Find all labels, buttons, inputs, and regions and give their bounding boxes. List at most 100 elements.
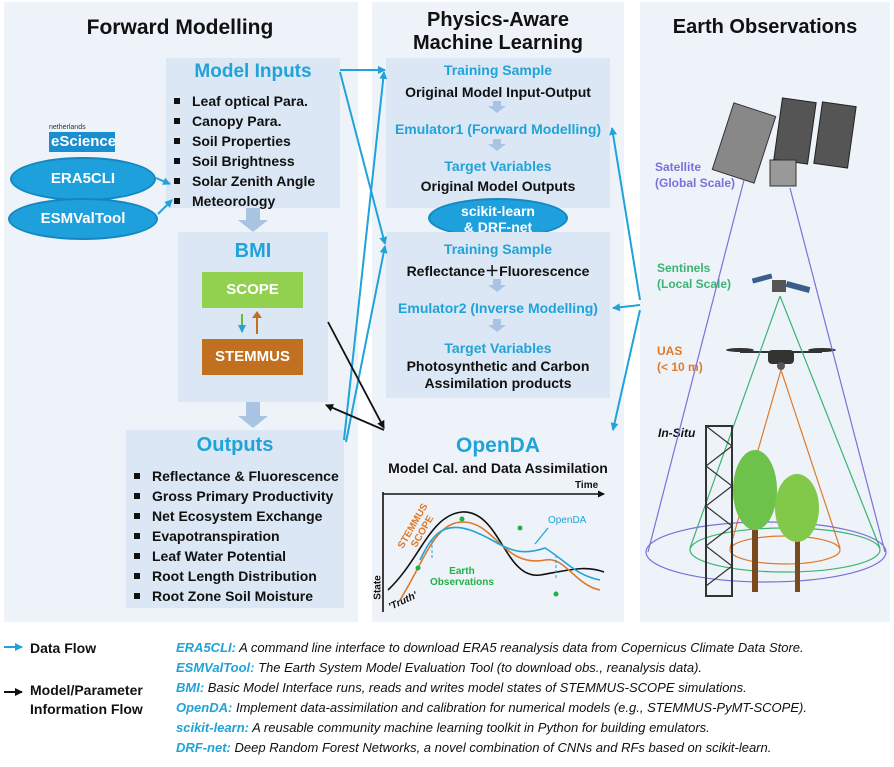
list-item: Net Ecosystem Exchange — [126, 506, 339, 526]
list-item: Meteorology — [166, 191, 315, 211]
definition-opendda: OpenDA: Implement data-assimilation and … — [176, 700, 807, 715]
outputs-to-emulator2-arrow — [345, 245, 388, 443]
uas-footprint — [729, 535, 841, 565]
eo-to-emulator1-arrow — [609, 127, 641, 301]
opendda-curve — [419, 526, 601, 581]
model-flow-legend-label: Model/Parameter Information Flow — [30, 681, 143, 719]
era5cli-connector — [155, 177, 171, 185]
eo-to-opendda-arrow — [610, 309, 641, 431]
inputs-to-bmi-arrow — [238, 208, 268, 232]
emulator2-label: Emulator2 (Inverse Modelling) — [398, 300, 598, 316]
definition-esmvaltool: ESMValTool: The Earth System Model Evalu… — [176, 660, 702, 675]
definition-term: ERA5CLI: — [176, 640, 236, 655]
opendda-curve-label: OpenDA — [548, 515, 587, 526]
opendda-box — [372, 428, 624, 622]
emulator1-label: Emulator1 (Forward Modelling) — [394, 121, 602, 137]
earth-observations-title: Earth Observations — [672, 16, 858, 38]
training-sample-2-label: Training Sample — [443, 241, 553, 257]
observations-label-line2: Observations — [430, 577, 494, 588]
ml-down-arrow-3 — [488, 279, 506, 292]
sentinels-label: Sentinels (Local Scale) — [657, 260, 731, 292]
list-item: Soil Properties — [166, 131, 315, 151]
outputs-title: Outputs — [196, 434, 274, 456]
satellite-icon — [711, 97, 857, 187]
satellite-label: Satellite (Global Scale) — [655, 159, 735, 191]
emulator2-box — [386, 232, 610, 398]
uas-label-line2: (< 10 m) — [657, 360, 703, 374]
opendda-subtitle: Model Cal. and Data Assimilation — [388, 460, 608, 476]
observation-point — [459, 516, 465, 522]
scikit-learn-label: scikit-learn — [461, 203, 535, 219]
time-axis-label: Time — [575, 480, 599, 491]
outputs-box — [126, 430, 344, 608]
opendda-title: OpenDA — [456, 434, 540, 457]
definition-scikit-learn: scikit-learn: A reusable community machi… — [176, 720, 710, 735]
data-flow-legend-label: Data Flow — [30, 640, 97, 656]
esmvaltool-ellipse: ESMValTool — [8, 198, 158, 240]
stemmus-box: STEMMUS — [202, 339, 303, 375]
list-item: Evapotranspiration — [126, 526, 339, 546]
ml-title-line1: Physics-Aware — [427, 9, 569, 31]
definition-desc: A command line interface to download ERA… — [235, 640, 804, 655]
definition-term: DRF-net: — [176, 740, 231, 755]
target-variables-2-desc-1: Photosynthetic and Carbon — [406, 358, 590, 374]
scope-box: SCOPE — [202, 272, 303, 308]
target-variables-2-desc-2: Assimilation products — [424, 375, 572, 391]
observation-point — [517, 525, 523, 531]
bmi-to-opendda-arrow — [327, 321, 385, 429]
definition-desc: The Earth System Model Evaluation Tool (… — [254, 660, 703, 675]
scikit-learn-drf-net-ellipse: scikit-learn & DRF-net — [428, 198, 568, 238]
definition-drf-net: DRF-net: Deep Random Forest Networks, a … — [176, 740, 771, 755]
stemmus-to-scope-arrowhead — [252, 311, 262, 318]
escience-logo-text: eScience — [49, 132, 117, 152]
model-inputs-list: Leaf optical Para. Canopy Para. Soil Pro… — [166, 91, 315, 211]
outputs-to-ml-arrow — [343, 71, 388, 441]
trees-icon — [733, 450, 819, 592]
bmi-title: BMI — [234, 240, 272, 262]
definition-era5cli: ERA5CLI: A command line interface to dow… — [176, 640, 804, 655]
model-inputs-box — [166, 58, 340, 208]
model-flow-legend-line2: Information Flow — [30, 701, 143, 717]
definition-term: BMI: — [176, 680, 205, 695]
earth-observations-chart-label: Earth Observations — [430, 566, 494, 588]
inputs-to-emulator2-arrow — [339, 71, 388, 245]
definition-term: scikit-learn: — [176, 720, 249, 735]
training-sample-1-label: Training Sample — [443, 62, 553, 78]
definition-term: ESMValTool: — [176, 660, 255, 675]
sentinels-label-line2: (Local Scale) — [657, 277, 732, 291]
insitu-tower-icon — [705, 425, 733, 597]
satellite-label-line2: (Global Scale) — [655, 176, 736, 190]
target-variables-1-label: Target Variables — [444, 158, 552, 174]
escience-logo-small-text: netherlands — [49, 124, 86, 131]
list-item: Root Zone Soil Moisture — [126, 586, 339, 606]
drf-net-label: & DRF-net — [463, 219, 533, 235]
outputs-list: Reflectance & Fluorescence Gross Primary… — [126, 466, 339, 606]
definition-bmi: BMI: Basic Model Interface runs, reads a… — [176, 680, 747, 695]
sentinels-label-line1: Sentinels — [657, 261, 711, 275]
observation-point — [553, 591, 559, 597]
model-inputs-title: Model Inputs — [194, 61, 312, 82]
definition-desc: Implement data-assimilation and calibrat… — [232, 700, 807, 715]
definition-desc: Basic Model Interface runs, reads and wr… — [204, 680, 747, 695]
sentinel-icon — [751, 273, 811, 294]
uas-label: UAS (< 10 m) — [657, 343, 703, 375]
opendda-chart — [382, 490, 605, 612]
list-item: Solar Zenith Angle — [166, 171, 315, 191]
list-item: Root Length Distribution — [126, 566, 339, 586]
definition-desc: Deep Random Forest Networks, a novel com… — [230, 740, 772, 755]
state-axis-label: State — [372, 575, 384, 600]
observation-point — [415, 565, 421, 571]
escience-logo: netherlands eScience — [49, 124, 117, 154]
opendda-to-bmi-arrow — [325, 404, 385, 431]
bmi-to-outputs-arrow — [238, 402, 268, 428]
training-sample-2-desc: Reflectance＋Fluorescence — [406, 263, 590, 279]
ml-down-arrow-2 — [488, 139, 506, 151]
ml-down-arrow-4 — [488, 319, 506, 332]
list-item: Soil Brightness — [166, 151, 315, 171]
list-item: Leaf Water Potential — [126, 546, 339, 566]
satellite-footprint — [645, 521, 887, 583]
stemmus-scope-curve — [399, 521, 601, 601]
ml-title-line2: Machine Learning — [412, 32, 584, 54]
satellite-label-line1: Satellite — [655, 160, 702, 174]
